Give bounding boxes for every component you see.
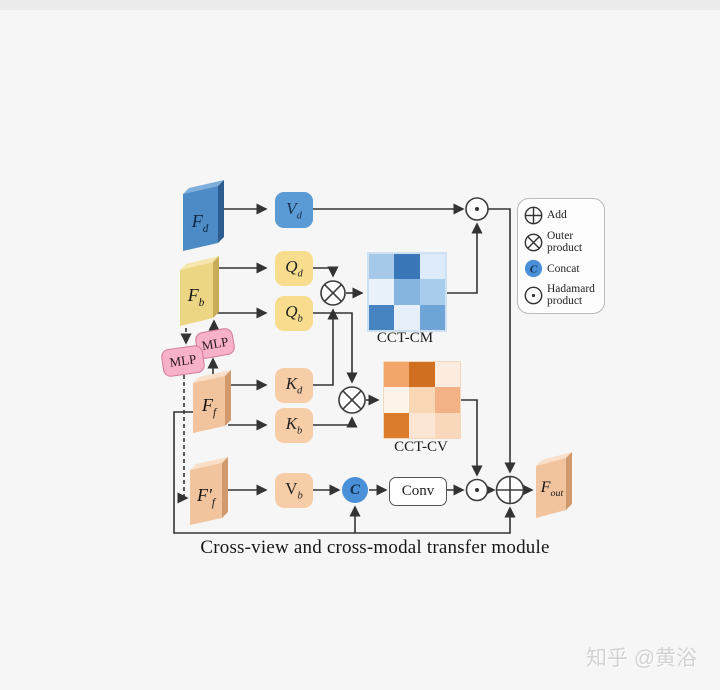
feature-blocks [180, 180, 572, 525]
conv-label: Conv [401, 483, 435, 499]
concat-label: C [349, 481, 360, 498]
heatmap-cell [384, 412, 410, 438]
watermark: 知乎 @黄浴 [586, 647, 698, 670]
heatmap-cell [419, 279, 445, 305]
hadamard-icon [524, 286, 543, 305]
qb-label: Q [285, 302, 298, 322]
cct-cv-heatmap [383, 361, 461, 439]
ff-label: Ff [201, 395, 217, 419]
heatmap-cell [419, 304, 445, 330]
outer-product-icon [338, 386, 366, 414]
heatmap-cell [369, 304, 395, 330]
hadamard-icon [465, 478, 489, 502]
line-cctcv-hadamardbottom [460, 399, 483, 477]
vb-label: V [285, 479, 298, 499]
fout-label: Fout [540, 478, 564, 500]
outer-product-icon [524, 233, 543, 251]
vd-box: Vd [275, 192, 313, 228]
heatmap-cell [434, 362, 460, 388]
legend-label-hadamard: Hadamard product [547, 283, 595, 308]
outer-product-icon [320, 280, 346, 306]
heatmap-cell [394, 279, 420, 305]
connector-lines [173, 203, 534, 534]
kb-box: Kb [275, 408, 313, 443]
line-qd-outer1 [313, 266, 339, 278]
heatmap-cell [409, 412, 435, 438]
hadamard-icon [465, 197, 489, 221]
operators [320, 197, 525, 505]
vd-label: V [286, 198, 297, 218]
line-kb-outer2 [313, 416, 358, 428]
line-cctcm-hadamardtop [443, 222, 483, 294]
heatmap-cell [384, 387, 410, 413]
kd-label: K [285, 374, 298, 394]
heatmap-cell [434, 387, 460, 413]
heatmap-cell [394, 254, 420, 280]
line-hadamardtop-add [488, 208, 516, 474]
legend: Add Outer product C Concat Hadamard prod… [517, 198, 605, 315]
concat-icon: C [524, 260, 543, 278]
heatmap-cell [384, 362, 410, 388]
fout-block [536, 452, 572, 518]
mlp-left-box: MLP [160, 344, 206, 378]
heatmap-cell [409, 387, 435, 413]
svg-text:C: C [530, 264, 538, 276]
ff-block [193, 370, 231, 433]
legend-label-add: Add [547, 209, 567, 222]
ffprime-label: F′f [196, 485, 216, 509]
legend-item-outer-product: Outer product [524, 230, 599, 254]
cct-cm-heatmap [367, 252, 447, 332]
kd-box: Kd [275, 368, 313, 403]
qd-label: Q [285, 257, 298, 277]
qd-box: Qd [275, 251, 313, 286]
mlp-right-label: MLP [200, 333, 230, 353]
legend-item-concat: C Concat [524, 259, 599, 278]
heatmap-cell [409, 362, 435, 388]
line-ff-feedback-add [173, 411, 516, 534]
mlp-left-label: MLP [168, 351, 198, 370]
concat-node: C [342, 477, 368, 503]
legend-item-add: Add [524, 206, 599, 225]
heatmap-cell [419, 254, 445, 280]
cct-cm-label: CCT-CM [376, 330, 434, 346]
legend-label-outer-product: Outer product [547, 230, 583, 255]
legend-label-concat: Concat [547, 262, 580, 275]
qb-box: Qb [275, 296, 313, 331]
heatmap-cell [369, 254, 395, 280]
cct-cv-label: CCT-CV [394, 439, 448, 455]
vb-box: Vb [275, 473, 313, 508]
top-strip [0, 0, 720, 10]
heatmap-cell [394, 304, 420, 330]
line-qb-outer2 [313, 312, 358, 384]
fb-label: Fb [187, 285, 205, 309]
kb-label: K [285, 414, 298, 434]
figure-caption: Cross-view and cross-modal transfer modu… [200, 537, 550, 558]
add-icon [495, 475, 525, 505]
line-kd-outer1 [313, 308, 339, 386]
fd-block [183, 180, 224, 251]
fd-label: Fd [191, 211, 209, 235]
add-icon [524, 206, 543, 225]
dashed-mlp-ffprime [177, 375, 189, 504]
ffprime-block [190, 457, 228, 525]
heatmap-cell [369, 279, 395, 305]
heatmap-cell [434, 412, 460, 438]
fb-block [180, 256, 219, 326]
legend-item-hadamard: Hadamard product [524, 283, 599, 307]
conv-box: Conv [389, 477, 447, 506]
